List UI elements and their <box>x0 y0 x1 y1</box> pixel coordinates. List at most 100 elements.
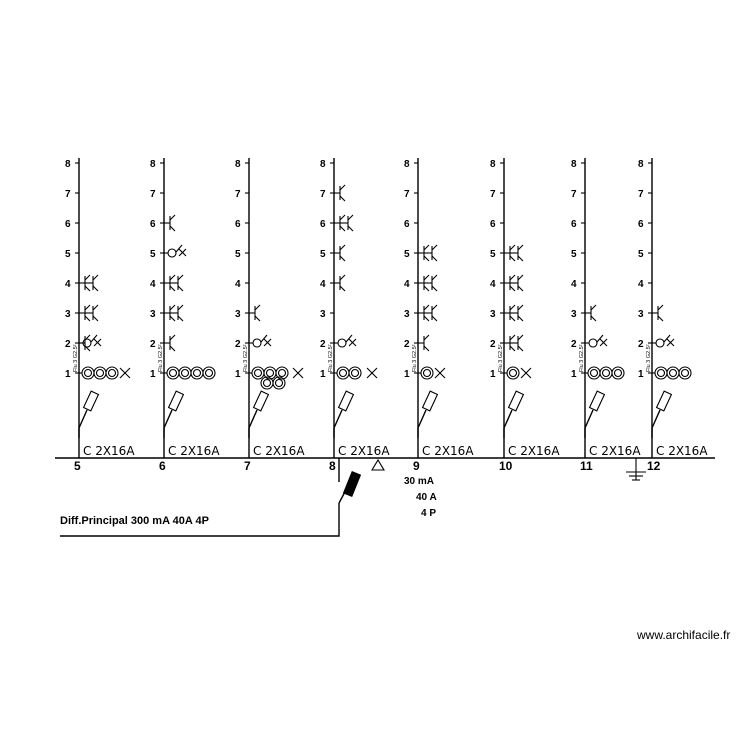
breaker-label: C 2X16A <box>83 444 135 458</box>
circuit-number: 6 <box>159 459 166 473</box>
main-breaker-rating: 40 A <box>416 492 437 503</box>
breaker-handle-icon <box>167 390 185 412</box>
level-label: 6 <box>404 219 410 230</box>
main-differential-breaker <box>60 458 362 537</box>
cable-label: Flu 3 G2.5² <box>73 344 79 372</box>
level-label: 2 <box>404 339 410 350</box>
level-label: 6 <box>571 219 577 230</box>
level-label: 1 <box>490 369 496 380</box>
level-label: 3 <box>65 309 71 320</box>
breaker-handle-icon <box>588 390 606 412</box>
circuit-number: 9 <box>413 459 420 473</box>
level-label: 2 <box>320 339 326 350</box>
level-label: 4 <box>638 279 644 290</box>
level-label: 1 <box>235 369 241 380</box>
cable-label: Flu 3 G2.5² <box>498 344 504 372</box>
level-label: 7 <box>638 189 644 200</box>
breaker-label: C 2X16A <box>589 444 641 458</box>
level-label: 1 <box>404 369 410 380</box>
circuit-number: 7 <box>244 459 251 473</box>
breaker-label: C 2X16A <box>253 444 305 458</box>
level-label: 3 <box>235 309 241 320</box>
level-label: 7 <box>320 189 326 200</box>
level-label: 1 <box>571 369 577 380</box>
level-label: 1 <box>65 369 71 380</box>
circuit-number: 12 <box>647 459 661 473</box>
level-label: 7 <box>571 189 577 200</box>
level-label: 1 <box>638 369 644 380</box>
breaker-label: C 2X16A <box>508 444 560 458</box>
level-label: 1 <box>150 369 156 380</box>
level-label: 4 <box>571 279 577 290</box>
circuit-number: 11 <box>580 459 593 473</box>
level-label: 8 <box>404 159 410 170</box>
level-label: 5 <box>320 249 326 260</box>
cable-label: Flu 3 G2.5² <box>243 344 249 372</box>
level-label: 8 <box>638 159 644 170</box>
breaker-label: C 2X16A <box>656 444 708 458</box>
level-label: 5 <box>490 249 496 260</box>
level-label: 3 <box>571 309 577 320</box>
breaker-label: C 2X16A <box>422 444 474 458</box>
level-label: 8 <box>235 159 241 170</box>
level-label: 4 <box>320 279 326 290</box>
level-label: 6 <box>490 219 496 230</box>
cable-label: Flu 3 G2.5² <box>412 344 418 372</box>
level-label: 5 <box>404 249 410 260</box>
level-label: 7 <box>150 189 156 200</box>
cable-label: Flu 3 G2.5² <box>158 344 164 372</box>
breaker-label: C 2X16A <box>168 444 220 458</box>
level-label: 7 <box>490 189 496 200</box>
differential-triangle-icon <box>371 458 385 471</box>
level-label: 3 <box>638 309 644 320</box>
level-label: 4 <box>490 279 496 290</box>
level-label: 6 <box>320 219 326 230</box>
level-label: 7 <box>65 189 71 200</box>
breaker-handle-icon <box>655 390 673 412</box>
breaker-handle-icon <box>252 390 270 412</box>
breaker-handle-icon <box>421 390 439 412</box>
breaker-handle-icon <box>337 390 355 412</box>
level-label: 5 <box>571 249 577 260</box>
watermark: www.archifacile.fr <box>636 628 730 642</box>
level-label: 6 <box>638 219 644 230</box>
level-label: 4 <box>65 279 71 290</box>
level-label: 2 <box>150 339 156 350</box>
level-label: 3 <box>320 309 326 320</box>
earth-ground-icon <box>626 458 646 481</box>
level-label: 7 <box>404 189 410 200</box>
level-label: 4 <box>150 279 156 290</box>
main-breaker-sensitivity: 30 mA <box>404 476 434 487</box>
cable-label: Flu 3 G2.5² <box>579 344 585 372</box>
level-label: 8 <box>490 159 496 170</box>
cable-label: Flu 3 G2.5² <box>646 344 652 372</box>
level-label: 2 <box>65 339 71 350</box>
level-label: 4 <box>404 279 410 290</box>
level-label: 2 <box>638 339 644 350</box>
level-label: 5 <box>150 249 156 260</box>
level-label: 5 <box>638 249 644 260</box>
main-breaker-label: Diff.Principal 300 mA 40A 4P <box>60 515 209 527</box>
level-label: 5 <box>235 249 241 260</box>
main-breaker-poles: 4 P <box>421 508 436 519</box>
level-label: 8 <box>320 159 326 170</box>
level-label: 4 <box>235 279 241 290</box>
circuit-number: 10 <box>499 459 513 473</box>
level-label: 1 <box>320 369 326 380</box>
level-label: 8 <box>150 159 156 170</box>
level-label: 3 <box>404 309 410 320</box>
cable-label: Flu 3 G2.5² <box>328 344 334 372</box>
level-label: 6 <box>150 219 156 230</box>
breaker-handle-icon <box>507 390 525 412</box>
level-label: 7 <box>235 189 241 200</box>
